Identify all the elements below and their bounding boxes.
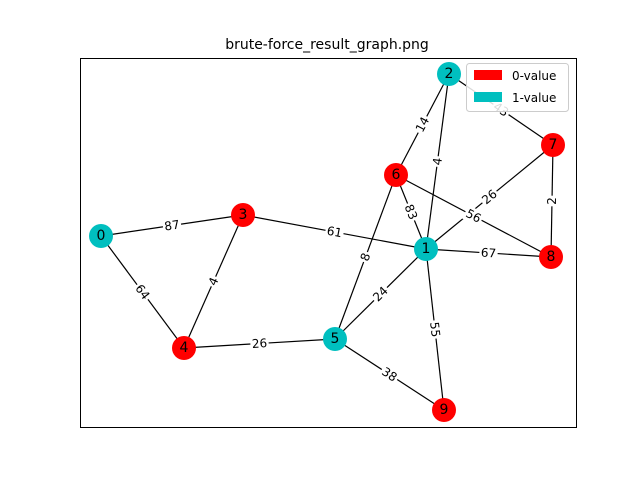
edge-label-4-5: 26 (249, 335, 270, 352)
edge-label-background (249, 335, 270, 352)
node-circle (432, 398, 456, 422)
node-1: 1 (414, 237, 438, 261)
edge-label-background (400, 200, 422, 224)
node-circle (541, 133, 565, 157)
node-label: 4 (180, 340, 189, 356)
edge-label-background (544, 195, 560, 207)
node-label: 0 (97, 228, 106, 244)
edge-weight-text: 26 (251, 336, 267, 351)
node-9: 9 (432, 398, 456, 422)
edge-weight-text: 83 (402, 202, 421, 221)
legend-item-1-value: 1-value (474, 91, 556, 105)
node-circle (384, 163, 408, 187)
node-7: 7 (541, 133, 565, 157)
node-8: 8 (539, 245, 563, 269)
edge-label-2-1: 4 (429, 155, 446, 168)
edge-weight-text: 14 (413, 114, 432, 134)
node-label: 1 (422, 241, 431, 257)
edge-label-background (131, 280, 154, 304)
edge-label-5-9: 38 (377, 363, 402, 386)
edge-label-background (204, 273, 223, 290)
node-circle (89, 224, 113, 248)
edge-weight-text: 2 (545, 197, 559, 205)
node-circle (172, 336, 196, 360)
edge-label-6-8: 56 (461, 205, 486, 227)
node-circle (414, 237, 438, 261)
legend: 0-value 1-value (466, 63, 569, 112)
node-0: 0 (89, 224, 113, 248)
node-3: 3 (231, 203, 255, 227)
node-circle (231, 203, 255, 227)
edge-label-3-4: 4 (204, 273, 223, 290)
plot-frame (80, 58, 577, 428)
legend-swatch-1-value (474, 92, 502, 102)
edge-label-background (324, 222, 345, 242)
edge-label-background (356, 249, 375, 265)
edge-weight-text: 38 (379, 364, 399, 384)
edge-label-5-6: 8 (356, 249, 375, 265)
node-6: 6 (384, 163, 408, 187)
edge-label-3-1: 61 (324, 222, 345, 242)
edge-label-background (368, 282, 393, 306)
edge-label-background (477, 185, 502, 209)
edge-weight-text: 67 (480, 246, 496, 261)
node-label: 7 (549, 137, 558, 153)
edge-label-background (161, 216, 183, 235)
node-label: 3 (239, 207, 248, 223)
legend-item-0-value: 0-value (474, 69, 556, 83)
edge-label-6-1: 83 (400, 200, 422, 224)
node-label: 5 (331, 331, 340, 347)
node-circle (437, 62, 461, 86)
edge-label-1-8: 67 (478, 244, 499, 262)
node-4: 4 (172, 336, 196, 360)
edge-weight-text: 4 (430, 157, 445, 166)
node-circle (539, 245, 563, 269)
node-label: 8 (547, 249, 556, 265)
edge-label-background (377, 363, 402, 386)
edge-labels-layer: 876446126824381444383562626755 (131, 98, 560, 386)
edge-weight-text: 55 (427, 321, 443, 338)
edge-label-background (461, 205, 486, 227)
node-label: 6 (392, 167, 401, 183)
edge-weight-text: 61 (326, 224, 344, 241)
figure-title: brute-force_result_graph.png (225, 37, 429, 53)
node-circle (323, 327, 347, 351)
edge-label-2-6: 14 (411, 112, 434, 137)
legend-label-0-value: 0-value (512, 69, 556, 83)
edge-label-background (426, 319, 444, 340)
node-5: 5 (323, 327, 347, 351)
edge-weight-text: 87 (163, 217, 180, 233)
edge-label-7-1: 26 (477, 185, 502, 209)
node-label: 2 (445, 66, 454, 82)
edge-label-background (411, 112, 434, 137)
edge-label-7-8: 2 (544, 195, 560, 207)
edge-label-background (429, 155, 446, 168)
edge-label-1-9: 55 (426, 319, 444, 340)
node-2: 2 (437, 62, 461, 86)
edge-label-0-3: 87 (161, 216, 183, 235)
legend-label-1-value: 1-value (512, 91, 556, 105)
node-label: 9 (440, 402, 449, 418)
edge-label-0-4: 64 (131, 280, 154, 304)
edge-label-5-1: 24 (368, 282, 393, 306)
edge-weight-text: 56 (463, 206, 483, 226)
legend-swatch-0-value (474, 70, 502, 80)
edge-label-background (478, 244, 499, 262)
